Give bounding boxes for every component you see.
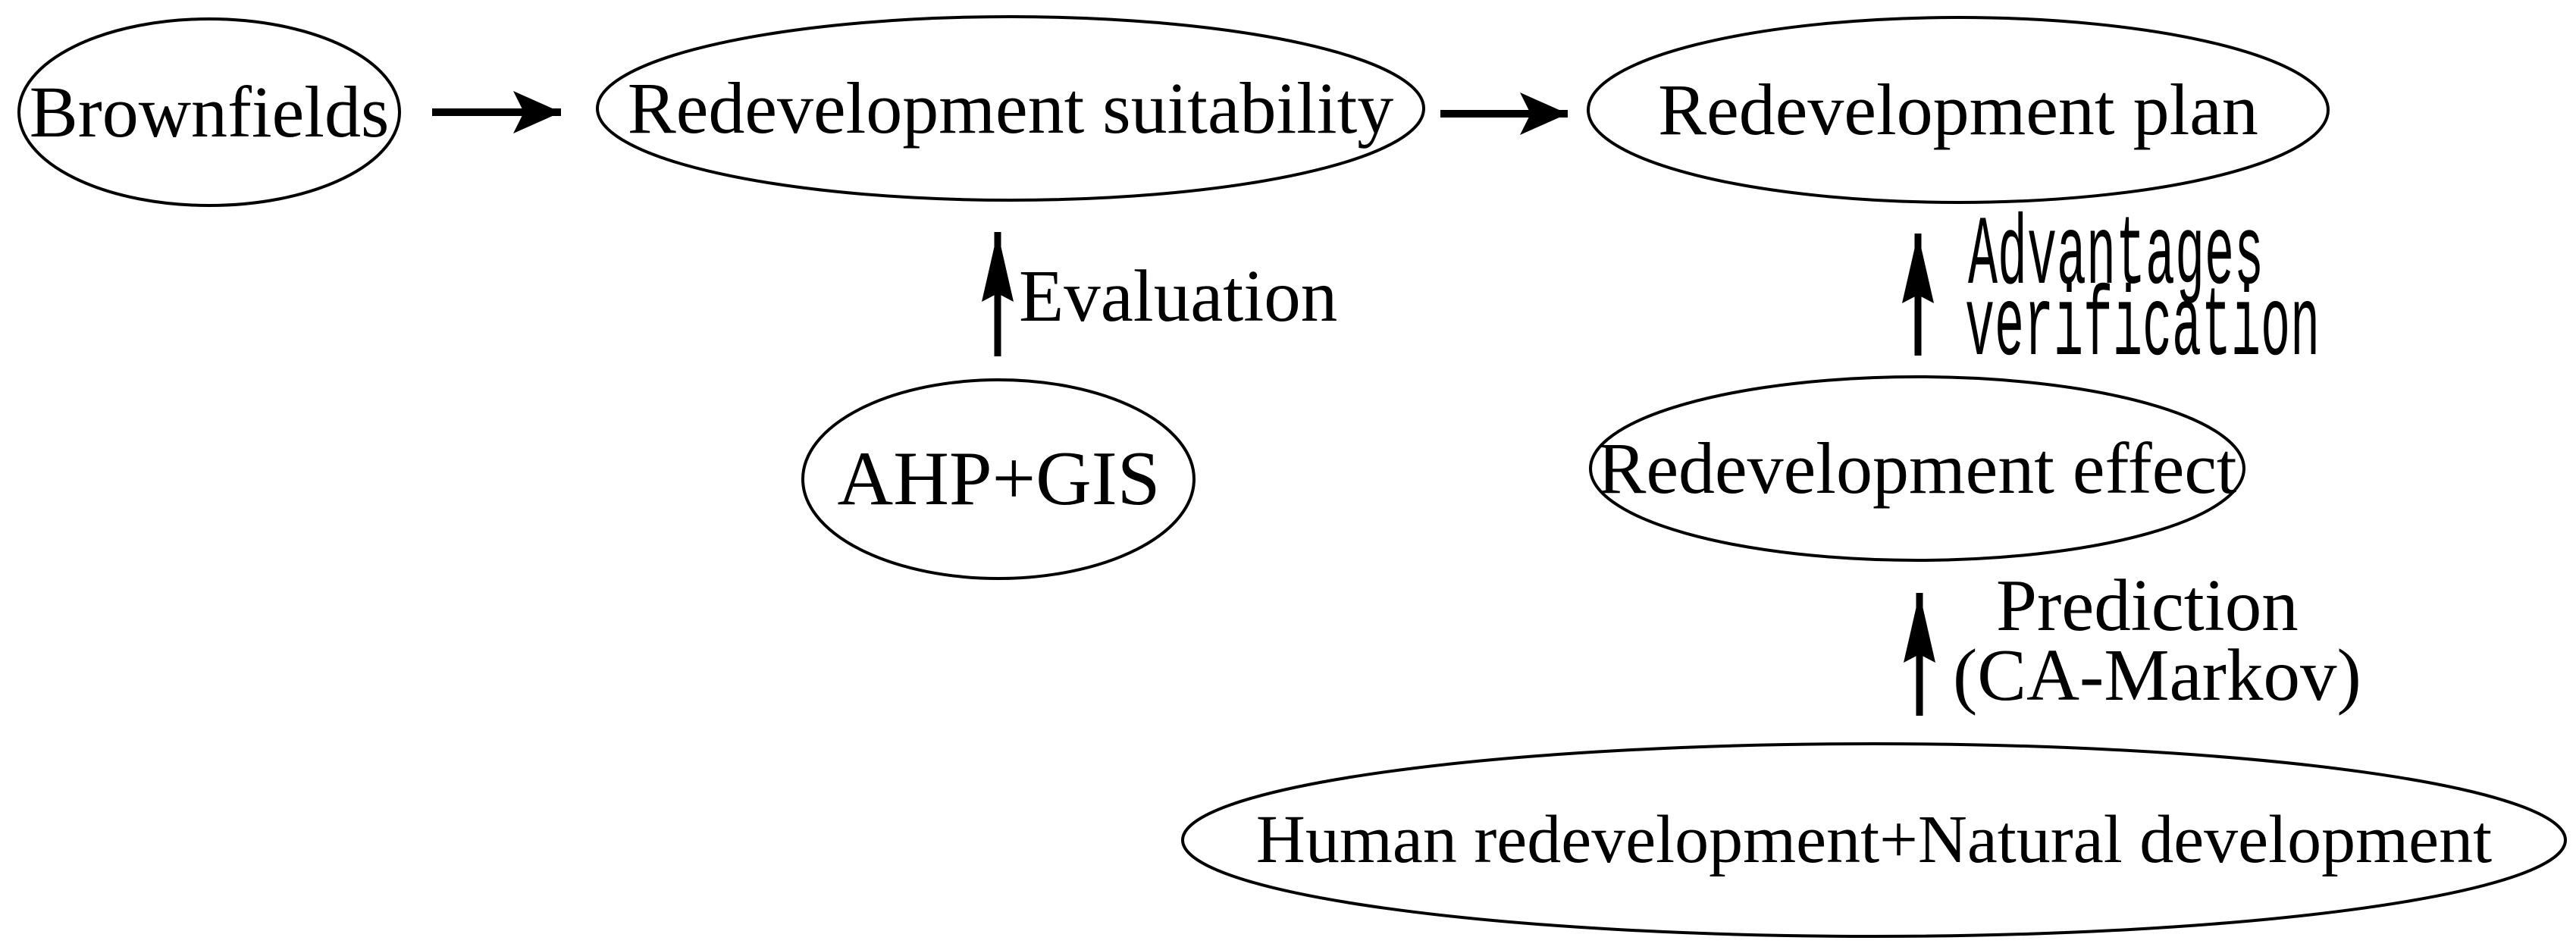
ellipse-redevelopment-plan — [1587, 16, 2330, 204]
edge-label-advantages: Advantages — [1968, 202, 2264, 313]
node-redevelopment-plan: Redevelopment plan — [1658, 69, 2258, 150]
edge-label-verification: verification — [1965, 273, 2321, 384]
edge-label-ca-markov: (CA-Markov) — [1953, 635, 2361, 716]
ellipse-redevelopment-suitability — [596, 15, 1425, 202]
node-human-natural: Human redevelopment+Natural development — [1255, 802, 2493, 877]
node-redevelopment-suitability: Redevelopment suitability — [627, 67, 1394, 149]
ellipse-ahp-gis — [801, 378, 1196, 580]
ellipse-redevelopment-effect — [1589, 375, 2245, 562]
edge-label-prediction: Prediction — [1996, 565, 2299, 646]
ellipse-brownfields — [17, 17, 401, 207]
edge-label-evaluation: Evaluation — [1019, 256, 1338, 337]
node-redevelopment-effect: Redevelopment effect — [1597, 428, 2237, 509]
ellipse-human-natural — [1181, 742, 2567, 938]
node-brownfields: Brownfields — [29, 71, 390, 152]
node-ahp-gis: AHP+GIS — [837, 436, 1161, 522]
